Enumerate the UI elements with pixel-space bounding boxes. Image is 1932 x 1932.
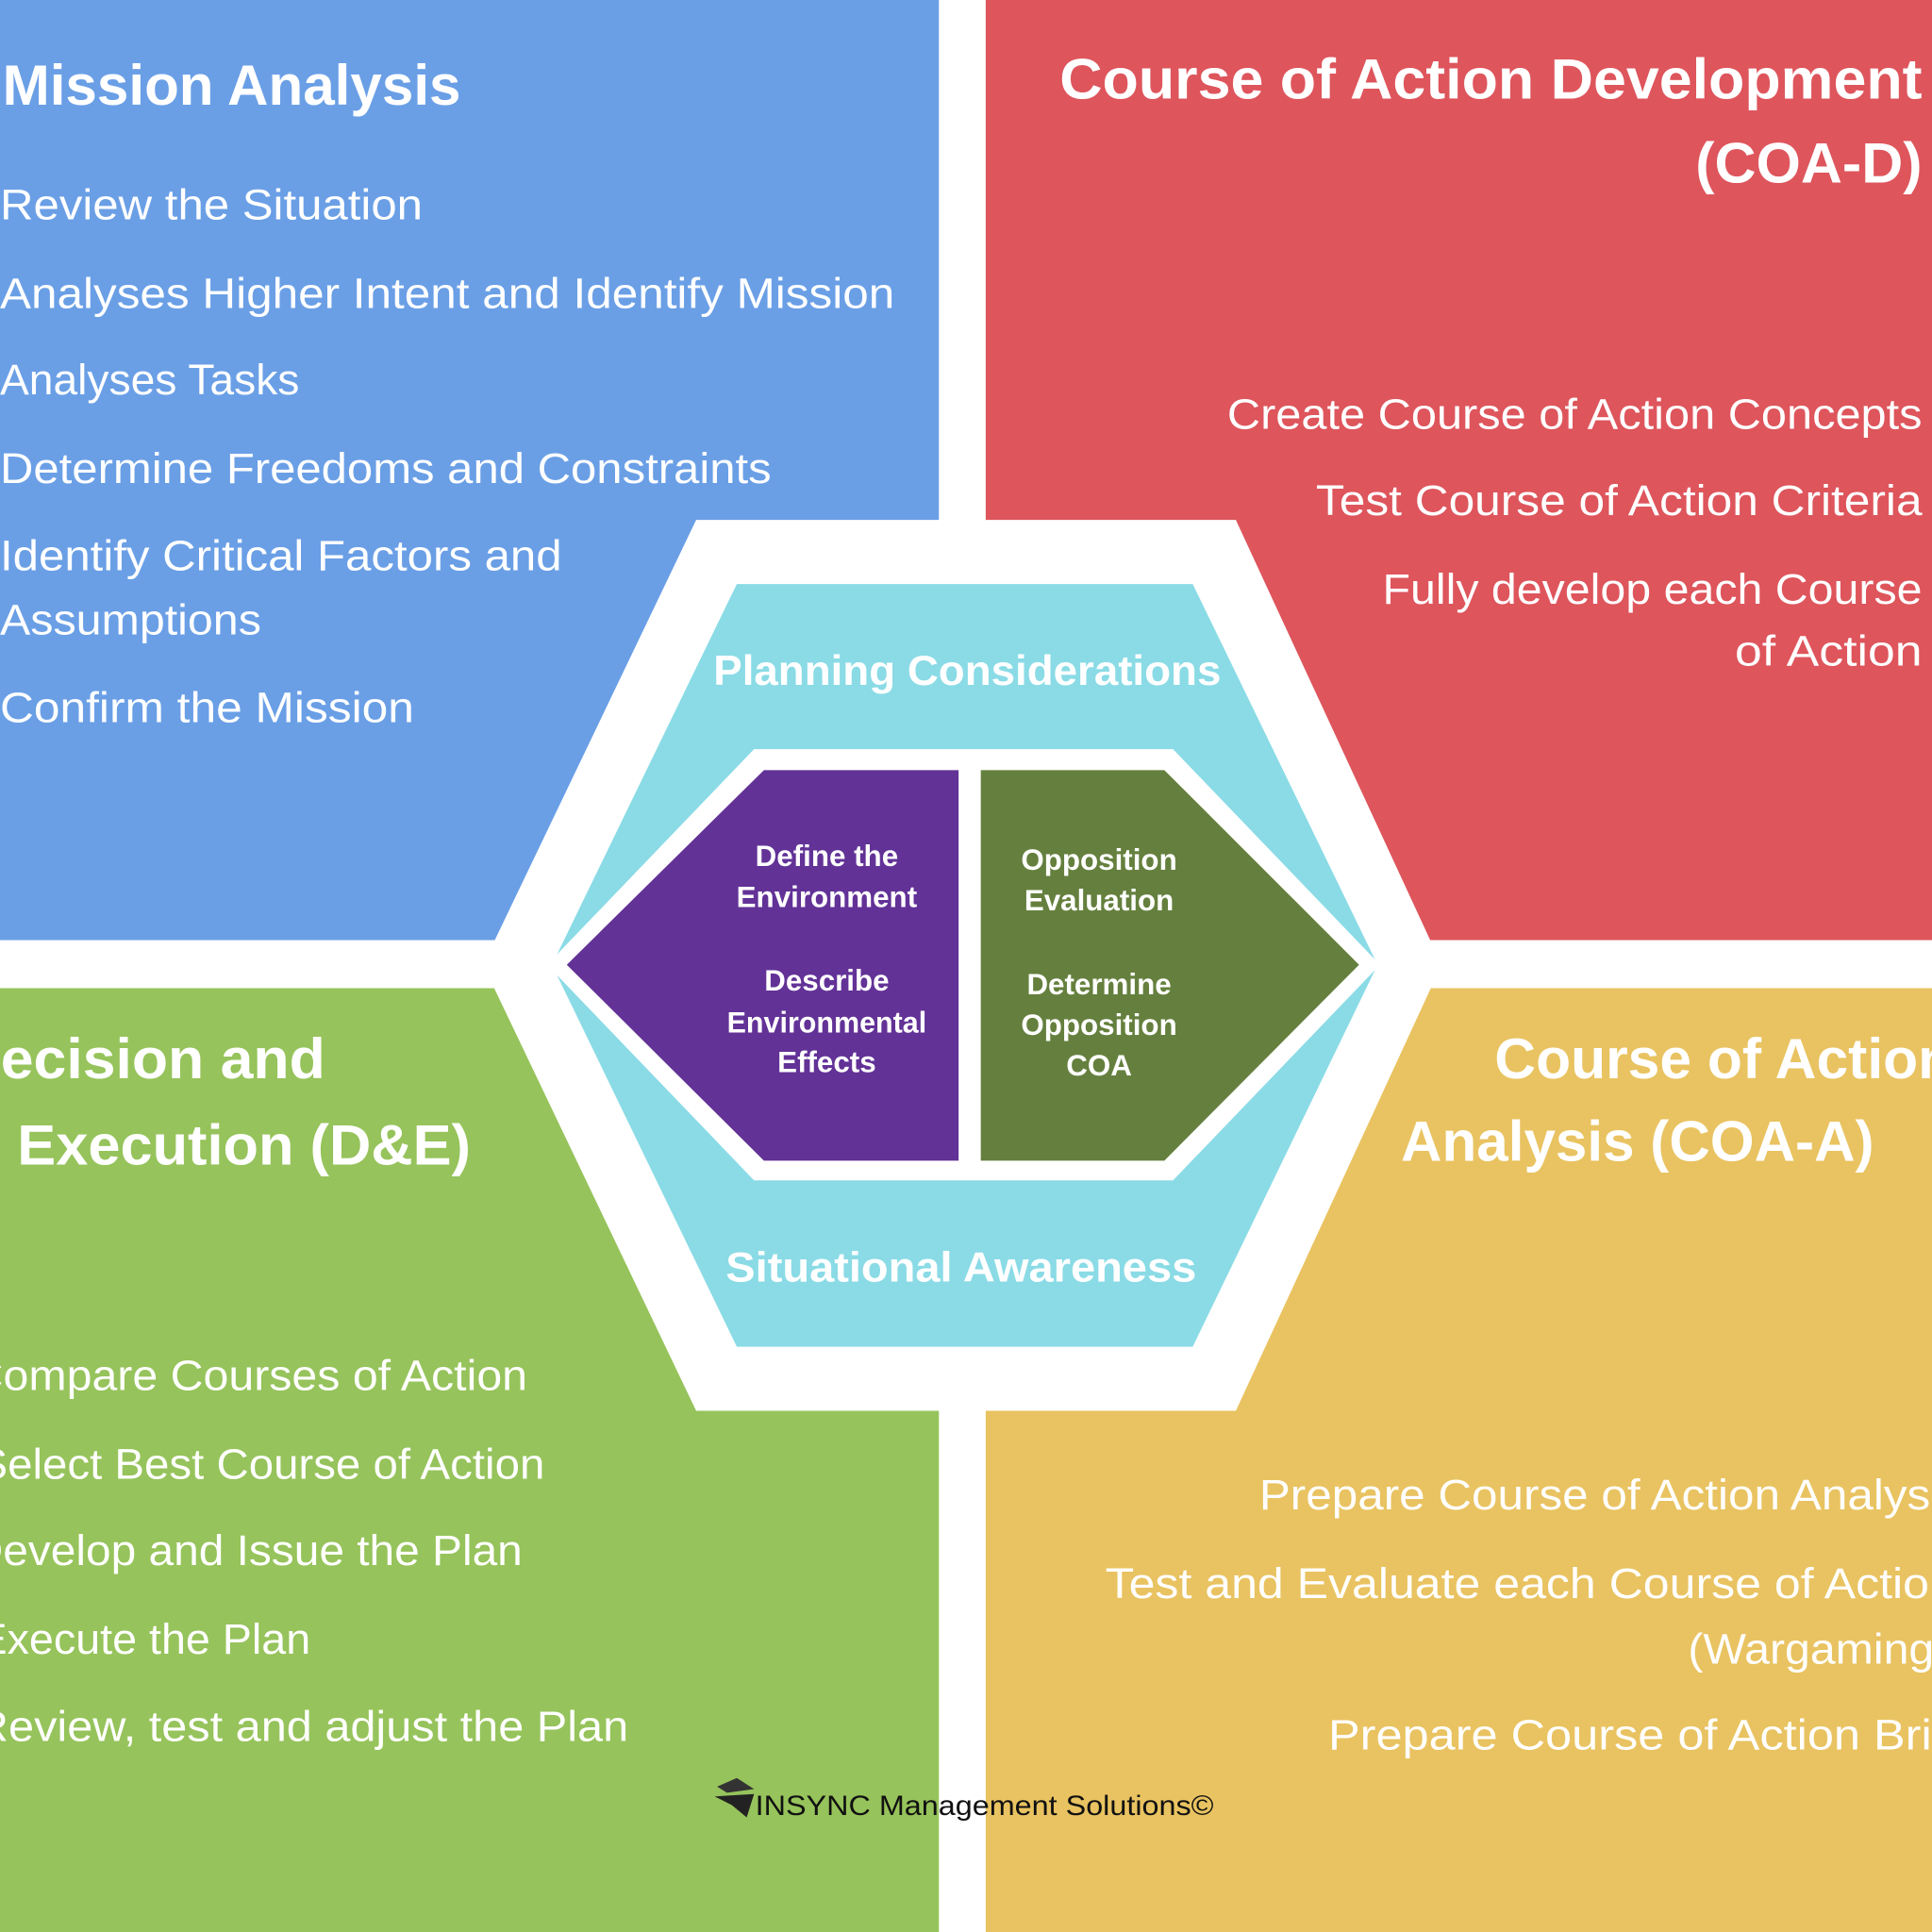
- environment-text: Define the: [756, 840, 898, 873]
- mission-item: Determine Freedoms and Constraints: [0, 444, 772, 492]
- coad-item: Fully develop each Course: [1382, 565, 1922, 613]
- de-item: Select Best Course of Action: [0, 1440, 544, 1488]
- environment-text: Describe: [764, 964, 889, 997]
- de-item: Compare Courses of Action: [0, 1351, 527, 1399]
- environment-text: Environmental: [727, 1007, 927, 1040]
- logo-text: INSYNC Management Solutions©: [756, 1790, 1214, 1822]
- situational-awareness-label: Situational Awareness: [725, 1244, 1196, 1291]
- de-item: Execute the Plan: [0, 1615, 310, 1663]
- coaa-item: Test and Evaluate each Course of Action: [1106, 1559, 1932, 1607]
- de-item: Develop and Issue the Plan: [0, 1526, 523, 1574]
- coad-item: Create Course of Action Concepts: [1227, 391, 1923, 439]
- mission-item: Assumptions: [0, 596, 261, 644]
- mission-item: Review the Situation: [0, 180, 423, 228]
- coaa-item: Prepare Course of Action Analysis: [1259, 1471, 1932, 1519]
- mission-item: Analyses Higher Intent and Identify Miss…: [0, 270, 894, 318]
- coaa-item: Prepare Course of Action Brief: [1328, 1711, 1932, 1759]
- de-item: Review, test and adjust the Plan: [0, 1703, 628, 1751]
- coa-development-title: Course of Action Development: [1059, 47, 1922, 110]
- mission-item: Confirm the Mission: [0, 683, 414, 731]
- opposition-text: Determine: [1026, 968, 1171, 1001]
- opposition-shape: [980, 770, 1359, 1161]
- planning-considerations-label: Planning Considerations: [713, 648, 1221, 694]
- environment-text: Environment: [737, 880, 918, 913]
- mission-item: Analyses Tasks: [0, 356, 299, 404]
- decision-execution-title: Execution (D&E): [17, 1113, 471, 1176]
- coad-item: Test Course of Action Criteria: [1316, 476, 1923, 525]
- mission-item: Identify Critical Factors and: [0, 532, 562, 580]
- opposition-text: Opposition: [1021, 1008, 1176, 1041]
- decision-execution-title: Decision and: [0, 1027, 325, 1091]
- insync-logo-icon: [714, 1777, 755, 1818]
- environment-shape: [566, 770, 959, 1161]
- coa-analysis-title: Course of Action: [1494, 1027, 1932, 1091]
- opposition-text: Evaluation: [1024, 884, 1174, 917]
- opposition-text: Opposition: [1021, 843, 1176, 876]
- coa-development-title: (COA-D): [1695, 131, 1922, 194]
- environment-text: Effects: [777, 1045, 875, 1078]
- mission-analysis-title: Mission Analysis: [3, 54, 461, 117]
- coa-analysis-title: Analysis (COA-A): [1401, 1109, 1874, 1173]
- opposition-text: COA: [1066, 1049, 1132, 1082]
- coaa-item: (Wargaming): [1688, 1624, 1932, 1673]
- coad-item: of Action: [1735, 626, 1923, 675]
